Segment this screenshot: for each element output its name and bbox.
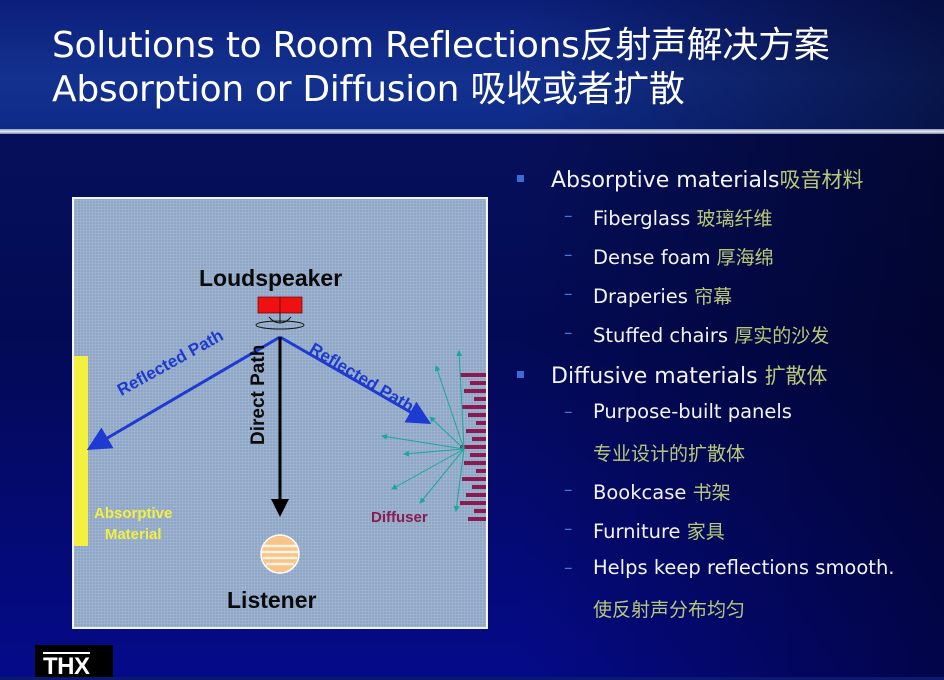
listener-head-icon: [260, 534, 300, 574]
sub-bullet: –Purpose-built panels: [510, 394, 940, 433]
sub-en: Purpose-built panels: [593, 400, 792, 423]
bullet-absorptive: Absorptive materials吸音材料: [510, 160, 940, 198]
title-cn: 反射声解决方案: [579, 25, 830, 66]
absorptive-panel: [74, 356, 88, 546]
sub-bullet: –Stuffed chairs 厚实的沙发: [510, 315, 940, 356]
bullet-cn: 扩散体: [764, 364, 828, 388]
sub-en: Dense foam: [593, 246, 717, 269]
sub-cn: 专业设计的扩散体: [593, 443, 746, 465]
thx-logo-text: THX: [43, 652, 90, 680]
title-en: Solutions to Room Reflections: [52, 25, 580, 66]
sub-en: Helps keep reflections smooth.: [593, 556, 895, 579]
dash-icon: –: [564, 519, 573, 539]
square-bullet-icon: [517, 371, 524, 378]
sub-bullet: –Dense foam 厚海绵: [510, 237, 940, 276]
sub-en: Bookcase: [593, 481, 693, 504]
reflected-path-left-arrow: [86, 335, 281, 451]
sub-bullet: –Helps keep reflections smooth.: [510, 550, 940, 589]
square-bullet-icon: [517, 175, 524, 182]
sub-en: Stuffed chairs: [593, 324, 735, 347]
slide-title-line2: Absorption or Diffusion 吸收或者扩散: [52, 68, 685, 112]
sub-cn: 书架: [692, 482, 731, 504]
sub-cn: 厚海绵: [716, 247, 774, 269]
bullet-en: Absorptive materials: [551, 168, 780, 193]
absorptive-label-line1: Absorptive: [94, 505, 173, 522]
sub-en: Draperies: [593, 285, 695, 308]
title-divider: [0, 129, 944, 134]
slide-title-line1: Solutions to Room Reflections反射声解决方案: [52, 24, 830, 68]
bullet-cn: 吸音材料: [779, 168, 864, 192]
sub-bullet-cn-line: 使反射声分布均匀: [510, 589, 940, 628]
dash-icon: –: [564, 206, 573, 226]
diagram-graphics: [74, 296, 486, 574]
thx-logo: THX: [35, 645, 113, 680]
sub-cn: 帘幕: [694, 286, 733, 308]
reflected-path-right-arrow: [279, 335, 432, 424]
bullet-en: Diffusive materials: [551, 364, 765, 389]
room-reflection-diagram: Loudspeaker Listener Direct Path Reflect…: [72, 197, 488, 629]
dash-icon: –: [564, 245, 573, 265]
direct-path-label: Direct Path: [248, 344, 269, 445]
sub-cn: 家具: [686, 521, 725, 543]
loudspeaker-icon: [255, 296, 305, 330]
dash-icon: –: [564, 284, 573, 304]
dash-icon: –: [564, 402, 573, 422]
subtitle-en: Absorption or Diffusion: [52, 69, 471, 110]
bullet-diffusive: Diffusive materials 扩散体: [510, 356, 940, 394]
dash-icon: –: [564, 480, 573, 500]
sub-en: Furniture: [593, 520, 687, 543]
dash-icon: –: [564, 558, 573, 578]
sub-bullet: –Furniture 家具: [510, 511, 940, 550]
absorptive-label-line2: Material: [104, 526, 162, 543]
sub-bullet: –Fiberglass 玻璃纤维: [510, 198, 940, 237]
diffuser-label: Diffuser: [371, 509, 428, 526]
sub-en: Fiberglass: [593, 207, 697, 230]
sub-bullet: –Bookcase 书架: [510, 472, 940, 511]
subtitle-cn: 吸收或者扩散: [470, 69, 685, 110]
sub-bullet-cn-line: 专业设计的扩散体: [510, 433, 940, 472]
dash-icon: –: [564, 323, 573, 343]
listener-label: Listener: [227, 587, 317, 613]
diffuser-panel: [460, 373, 486, 521]
sub-bullet: –Draperies 帘幕: [510, 276, 940, 315]
bullet-list: Absorptive materials吸音材料 –Fiberglass 玻璃纤…: [510, 160, 940, 628]
sub-cn: 玻璃纤维: [696, 208, 773, 230]
sub-cn: 使反射声分布均匀: [593, 599, 746, 621]
sub-cn: 厚实的沙发: [734, 325, 830, 347]
scatter-arrows: [381, 350, 465, 512]
loudspeaker-label: Loudspeaker: [199, 265, 343, 291]
